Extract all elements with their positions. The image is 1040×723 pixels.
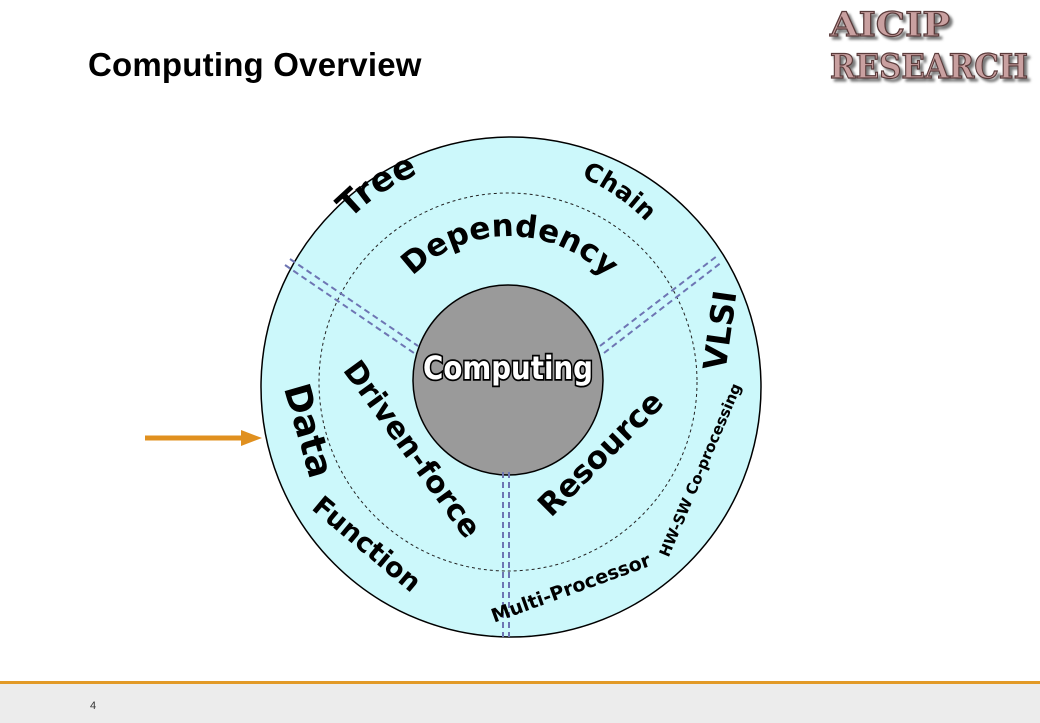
ring-dividers (284, 255, 723, 637)
pointer-arrow (145, 430, 262, 446)
aicip-research-logo: AICIP RESEARCH (828, 4, 1028, 85)
footer-bar: 4 (0, 681, 1040, 723)
page-title: Computing Overview (88, 46, 422, 83)
middle-ring-boundary (318, 192, 698, 572)
logo-line-2: RESEARCH (830, 47, 1028, 85)
logo-line-1: AICIP (829, 5, 950, 45)
center-label: Computing (423, 349, 593, 387)
page-number: 4 (90, 700, 97, 712)
